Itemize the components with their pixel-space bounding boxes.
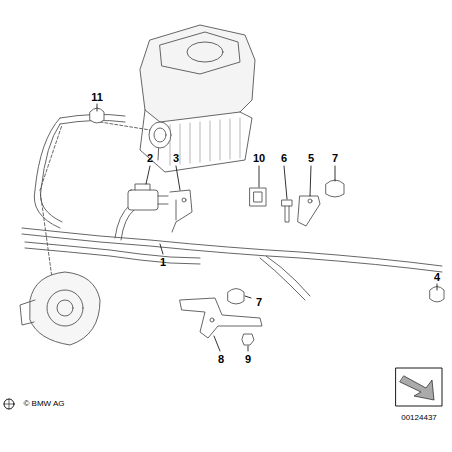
callout-number: 7 xyxy=(256,297,262,308)
callout-number: 11 xyxy=(91,92,103,103)
drawing-number: 00124437 xyxy=(401,414,437,422)
callout-number: 5 xyxy=(308,153,314,164)
callout-number: 1 xyxy=(160,257,166,268)
callout-number: 8 xyxy=(218,354,224,365)
callout-number: 7 xyxy=(332,153,338,164)
callout-number: 10 xyxy=(253,153,265,164)
callout-number: 6 xyxy=(281,153,287,164)
callout-number: 9 xyxy=(245,354,251,365)
callout-number: 3 xyxy=(173,153,179,164)
callout-number: 2 xyxy=(147,153,153,164)
copyright-note: © BMW AG xyxy=(23,400,64,408)
callout-number: 4 xyxy=(434,272,440,283)
